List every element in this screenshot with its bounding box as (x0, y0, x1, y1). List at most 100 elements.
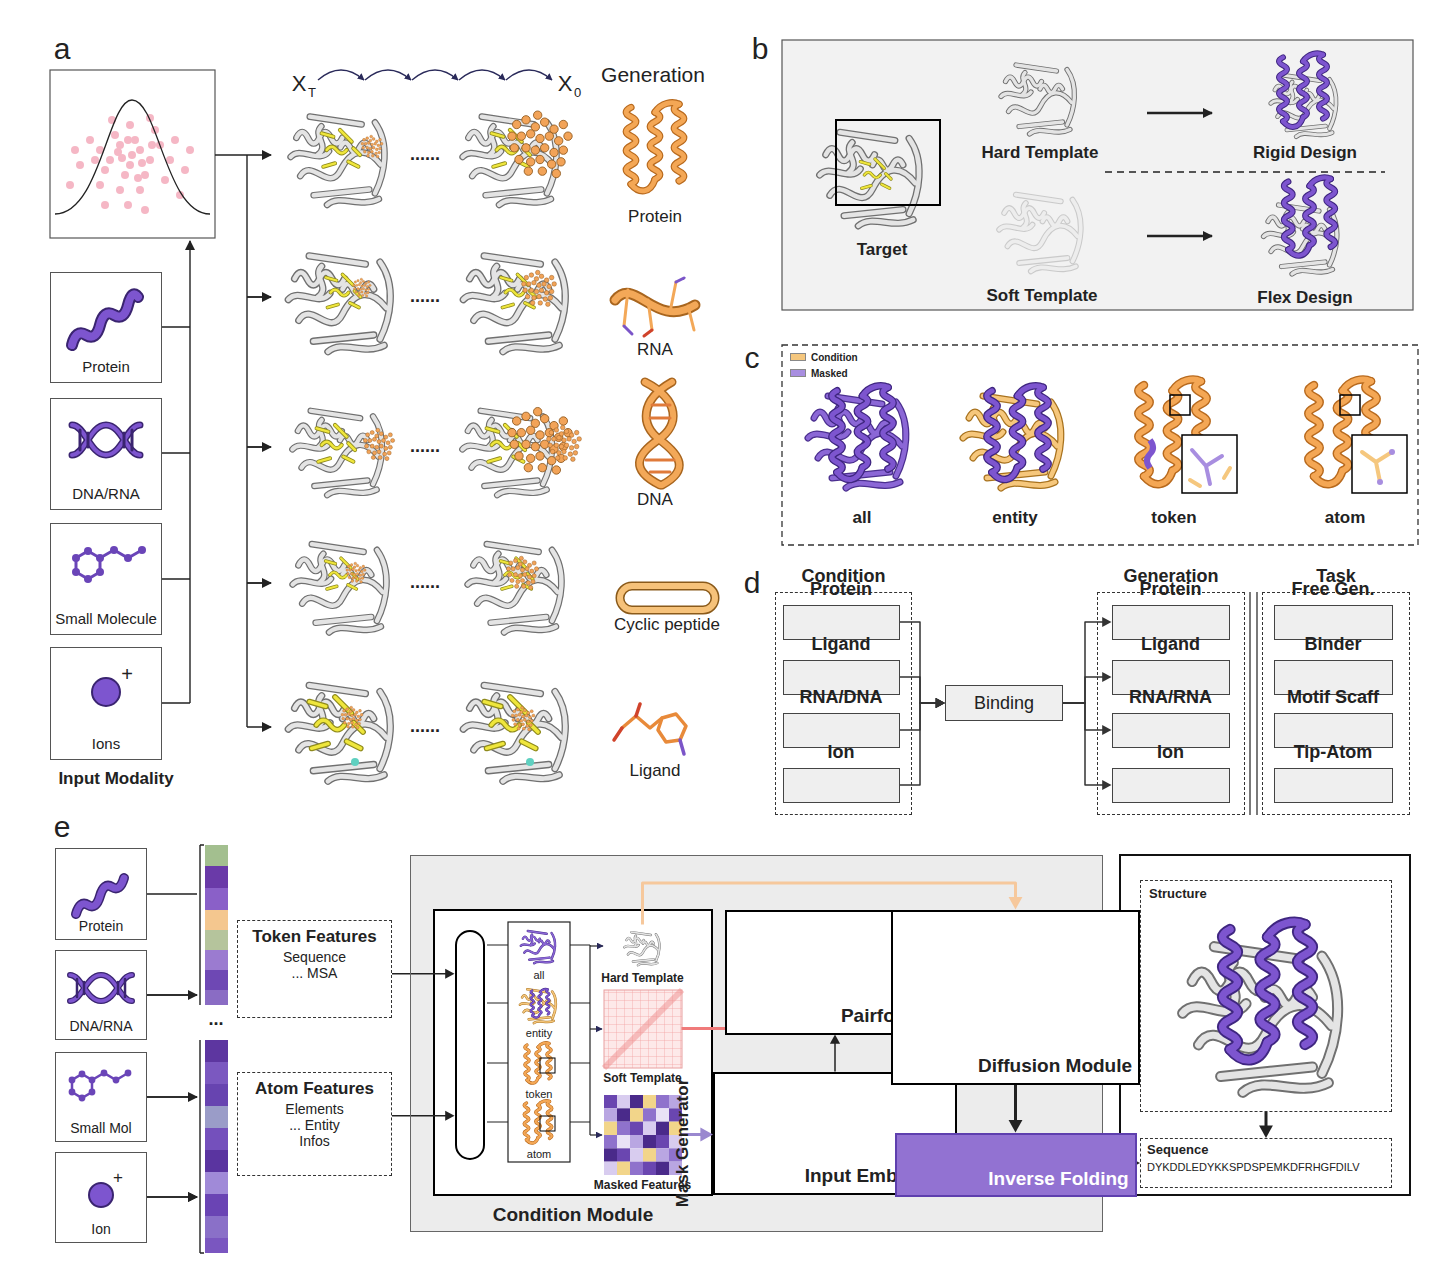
token-stripe (147, 1196, 197, 1197)
gaussian-panel (66, 181, 74, 189)
modality-icons-a (84, 547, 92, 555)
node-label: Inverse Folding (988, 1168, 1128, 1190)
token-stripe (147, 1096, 197, 1097)
node-label: DNA/RNA (69, 1018, 132, 1034)
token-stripe (205, 1084, 228, 1106)
condition-module-art (617, 1162, 630, 1175)
gaussian-panel (86, 136, 94, 144)
generated-molecules (680, 740, 684, 754)
node-label: Mask Generator (673, 1078, 693, 1207)
modality-icons-e (79, 1071, 86, 1078)
modality-box: Protein (50, 272, 162, 383)
gaussian-panel (128, 151, 136, 159)
flow-lines-a (247, 446, 271, 447)
modality-icons-a (72, 425, 140, 455)
modality-icons-e (72, 1074, 92, 1098)
mask-caption: all (853, 509, 872, 528)
image-caption: Target (857, 241, 908, 260)
panel-b-art (820, 132, 920, 226)
condition-module-art (656, 1108, 669, 1121)
panel-b-art (1284, 178, 1335, 256)
panel-c-art (1147, 440, 1153, 468)
modality-icons-a (96, 554, 104, 562)
modality-icons-e (69, 1077, 76, 1084)
token-stripe (205, 930, 228, 950)
gaussian-panel (96, 181, 104, 189)
flow-lines-a (162, 327, 190, 703)
token-stripe (205, 910, 228, 930)
panel-c-art (1362, 452, 1392, 482)
panel-d-art (1250, 592, 1257, 815)
image-caption: Hard Template (982, 144, 1099, 163)
gaussian-panel (71, 146, 79, 154)
modality-box: DNA/RNA (50, 398, 162, 510)
modality-icons-e (89, 1077, 96, 1084)
ellipsis: ...... (410, 573, 440, 593)
output-label: RNA (637, 341, 673, 360)
diffusion-rows (322, 130, 360, 167)
arrowhead (1102, 780, 1111, 790)
diffusion-rows (291, 117, 385, 205)
image-caption: Soft Template (986, 287, 1097, 306)
feature-box: Token FeaturesSequence ... MSA (237, 920, 392, 1018)
ellipsis: ...... (410, 717, 440, 737)
generated-molecules (624, 290, 628, 326)
gaussian-panel (136, 146, 144, 154)
arrowhead (1009, 1120, 1023, 1133)
node-label: Small Molecule (55, 610, 157, 627)
panel-letter: e (54, 810, 71, 843)
denoise-arcs (318, 70, 552, 80)
modality-icons-e (92, 1073, 128, 1080)
flow-lines-a (189, 241, 190, 703)
node-label: Ion (1157, 742, 1184, 763)
generated-molecules (622, 716, 662, 728)
condition-module-art (604, 990, 682, 1068)
connector-line (392, 1115, 447, 1117)
panel-c-art (1170, 395, 1190, 415)
generated-molecules (670, 282, 676, 312)
group-caption: Input Modality (58, 770, 173, 789)
modality-icons-a (100, 550, 142, 558)
gaussian-panel (50, 70, 215, 238)
modality-icons-a (72, 554, 80, 562)
feature-image: Hard Template (605, 925, 681, 968)
node-label: Atom Features (255, 1079, 374, 1099)
condition-module-art (617, 1135, 630, 1148)
condition-module-art (656, 1162, 669, 1175)
generated-molecules (620, 586, 715, 610)
image-caption: Flex Design (1257, 289, 1352, 308)
gaussian-panel (124, 201, 132, 209)
connector (392, 969, 455, 979)
condition-module-art (604, 1095, 617, 1108)
condition-module-art (656, 1122, 669, 1135)
gaussian-panel (171, 136, 179, 144)
panel-d-art (1250, 592, 1257, 815)
condition-module-art (656, 1095, 669, 1108)
ellipsis: ... (208, 1010, 223, 1030)
connector-line (834, 1042, 836, 1072)
condition-module-art (531, 989, 550, 1018)
gaussian-panel (146, 156, 154, 164)
condition-module-art (643, 1148, 656, 1161)
gaussian-panel (181, 166, 189, 174)
item-box: Binding (945, 685, 1063, 721)
condition-module-art (643, 1122, 656, 1135)
modality-icons-a (80, 430, 132, 450)
gaussian-panel (106, 156, 114, 164)
gaussian-panel (114, 148, 122, 156)
connector (1063, 703, 1112, 790)
modality-icons-a (72, 425, 140, 455)
condition-module-art (604, 1135, 617, 1148)
output-panel-art (1223, 922, 1313, 1060)
generated-molecules (614, 103, 715, 754)
diffusion-rows (293, 544, 387, 632)
arrowhead (700, 1128, 713, 1142)
condition-module-art (524, 1101, 552, 1143)
diffusion-rows (522, 270, 557, 306)
feature-image: Soft Template (604, 990, 682, 1068)
connector-line (900, 677, 938, 703)
diffusion-rows (351, 758, 359, 766)
panel-c-art (832, 386, 893, 480)
step-symbol: X (558, 72, 573, 96)
arrowhead (936, 698, 945, 708)
